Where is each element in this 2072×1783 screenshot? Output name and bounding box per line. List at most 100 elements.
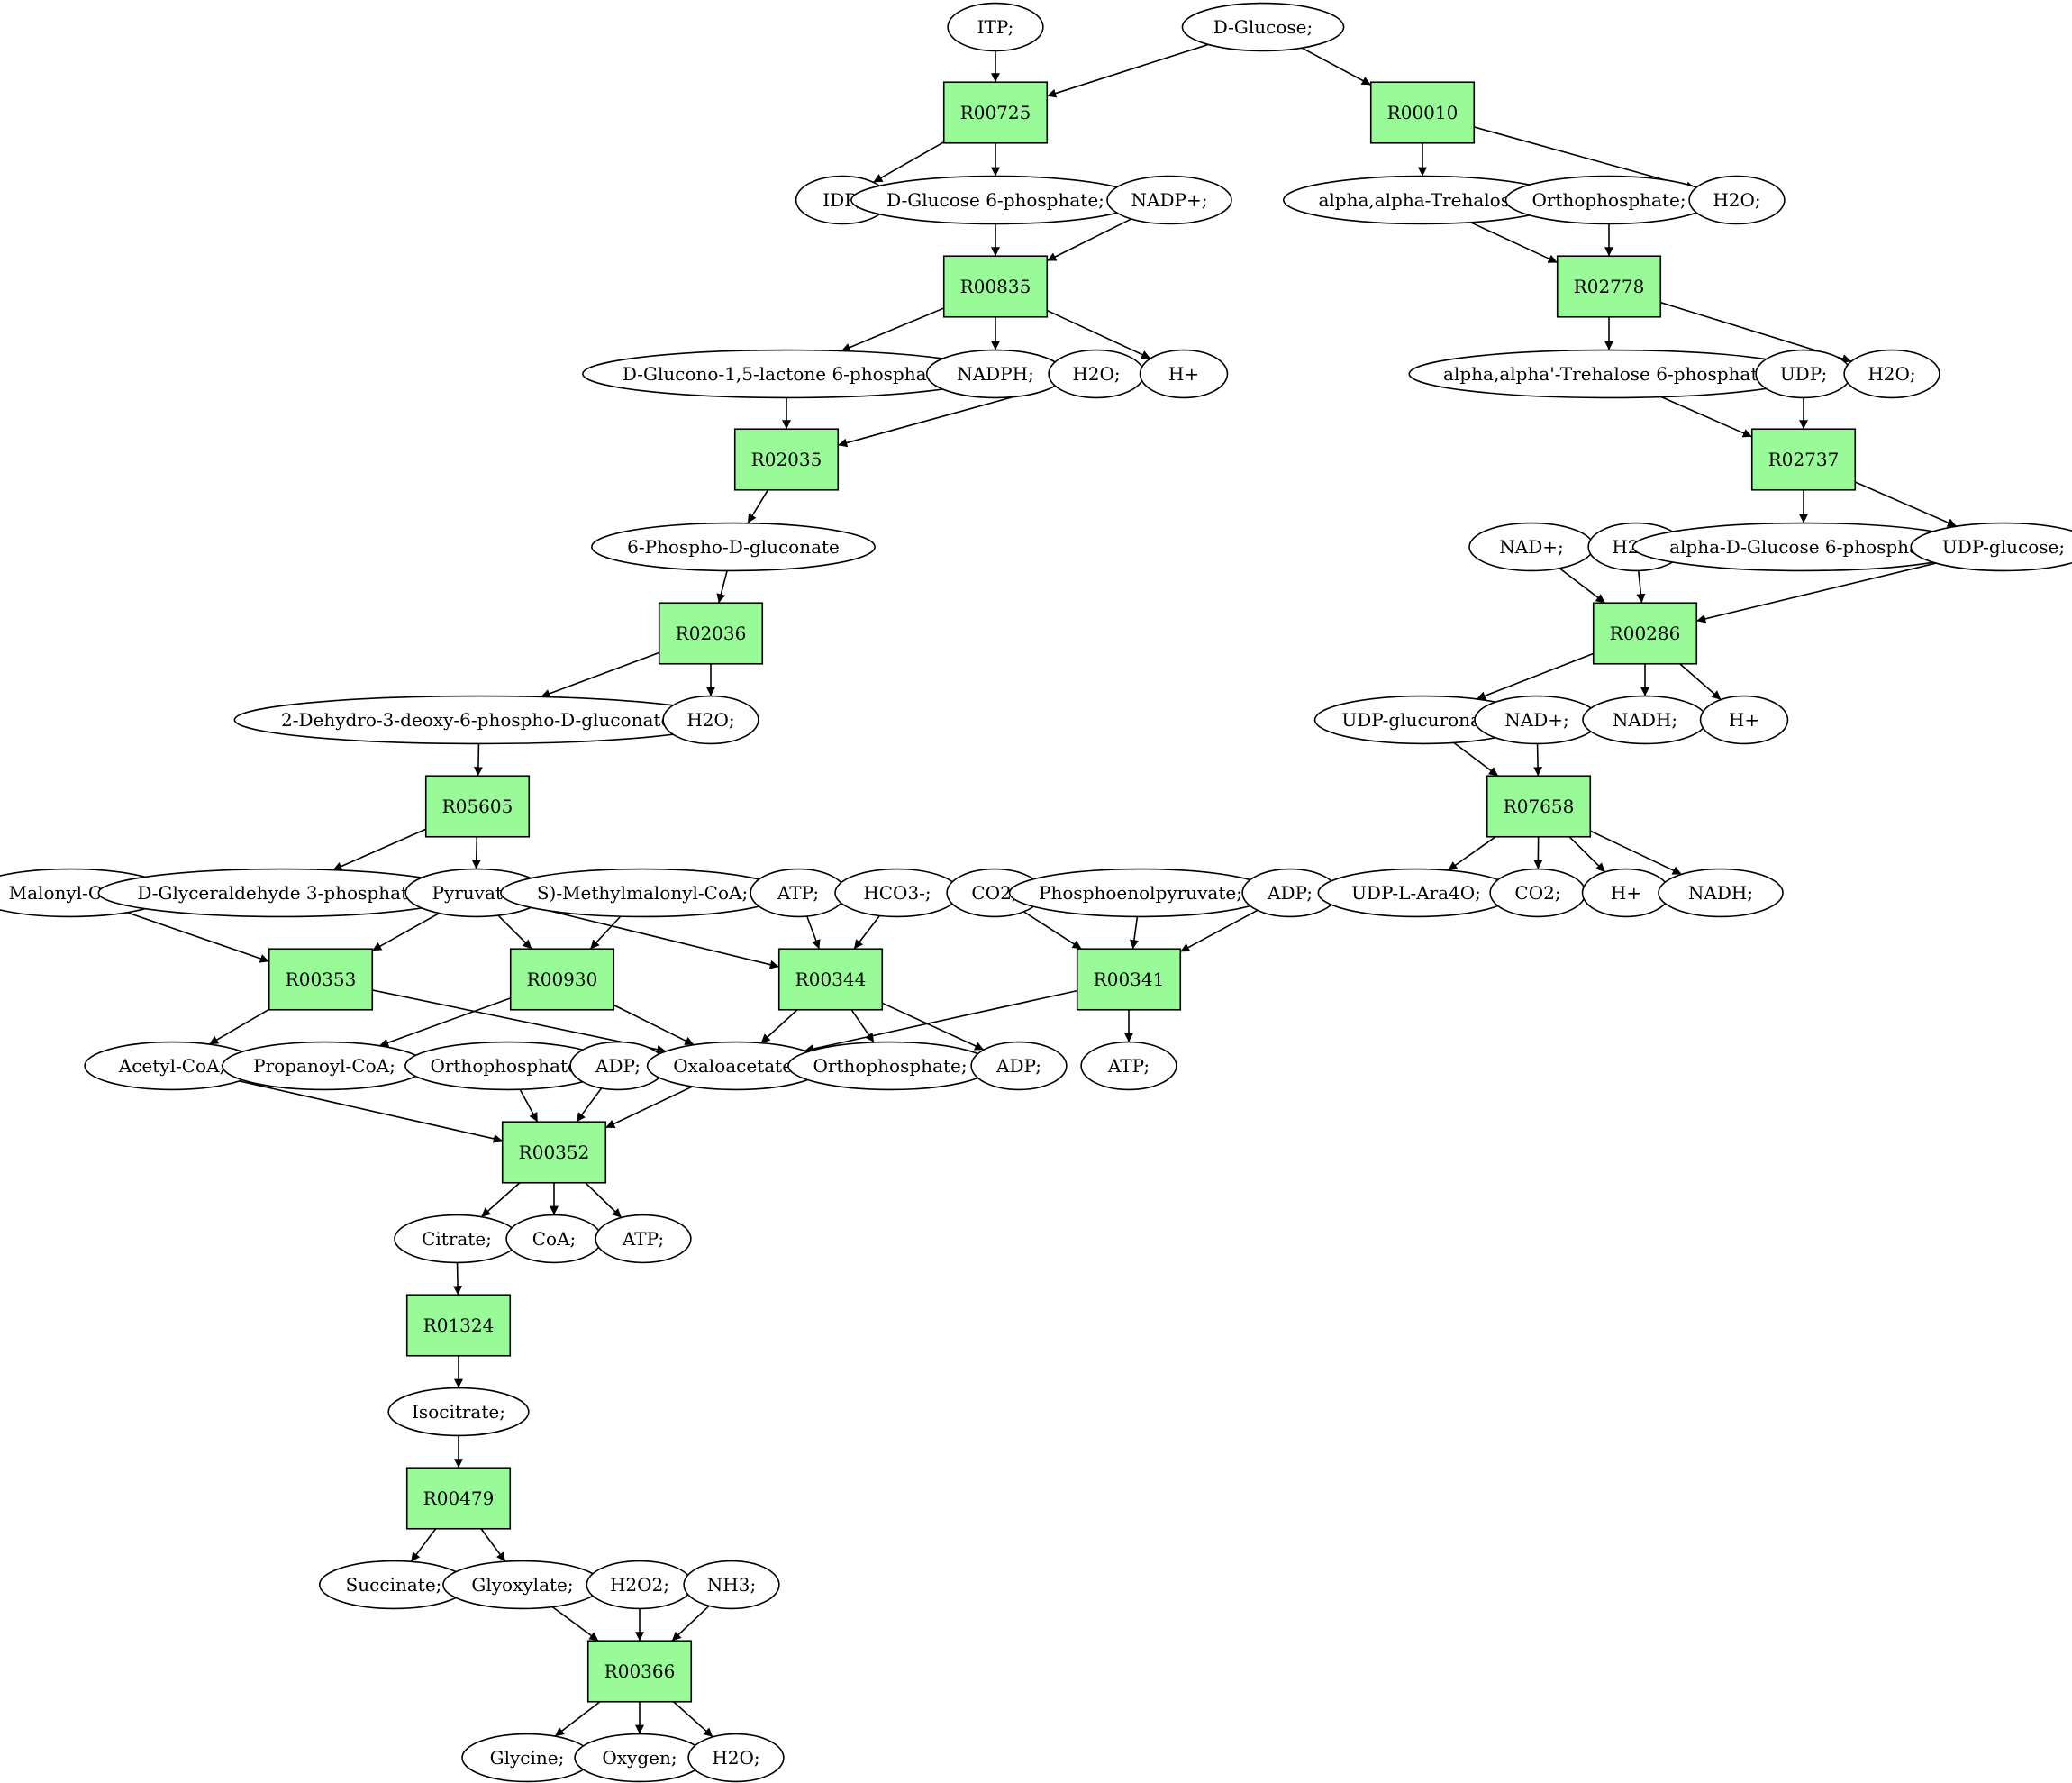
compound-node-trehalose: alpha,alpha-Trehalose; [1283, 175, 1562, 225]
compound-node-g6p: D-Glucose 6-phosphate; [850, 175, 1141, 225]
reaction-box [1750, 428, 1857, 491]
node-label: R07658 [1504, 796, 1575, 817]
node-label: R00353 [286, 969, 357, 990]
reaction-node-r00366: R00366 [586, 1640, 693, 1703]
edge-orthoB-to-r00352 [519, 1088, 539, 1123]
reaction-node-r01324: R01324 [405, 1294, 512, 1357]
node-label: ATP; [622, 1228, 664, 1250]
node-label: ADP; [995, 1055, 1041, 1077]
compound-node-h2o2: H2O2; [586, 1560, 694, 1610]
edge-udpglucose-to-r00286 [1696, 562, 1937, 623]
edge-t6p-to-r02737 [1660, 396, 1753, 438]
node-label: ATP; [1107, 1055, 1150, 1077]
compound-node-itp: ITP; [947, 2, 1044, 52]
edge-atpA-to-r00344 [805, 915, 821, 950]
node-label: Orthophosphate; [430, 1055, 584, 1077]
node-label: Isocitrate; [412, 1401, 505, 1423]
reaction-box [777, 948, 884, 1011]
node-label: NADP+; [1131, 189, 1208, 211]
edge-r00286-to-udpglucuronate [1476, 652, 1595, 700]
node-label: R00352 [519, 1142, 590, 1163]
reaction-box [509, 948, 615, 1011]
compound-node-orthoA: Orthophosphate; [1504, 175, 1713, 225]
edge-dglucose-to-r00010 [1301, 47, 1372, 86]
edge-acetylcoa-to-r00352 [239, 1080, 503, 1143]
node-label: H2O; [686, 709, 734, 731]
node-label: R02778 [1574, 276, 1645, 297]
compound-node-kdpg: 2-Dehydro-3-deoxy-6-phospho-D-gluconate; [233, 695, 725, 745]
node-label: Acetyl-CoA; [118, 1055, 226, 1077]
node-label: Glyoxylate; [471, 1574, 573, 1596]
compound-node-oxygen: Oxygen; [574, 1733, 705, 1783]
node-label: Phosphoenolpyruvate; [1039, 882, 1242, 904]
node-label: D-Glucono-1,5-lactone 6-phosphate; [623, 363, 950, 385]
reaction-node-r00352: R00352 [501, 1121, 607, 1184]
node-label: H2O2; [610, 1574, 669, 1596]
compound-ellipse [1699, 695, 1789, 745]
edge-r00352-to-citrate [480, 1182, 521, 1218]
edge-r00344-to-adpC [881, 1002, 985, 1051]
edge-r00930-to-propanoyl [378, 997, 512, 1048]
edge-r00930-to-oxaloacetate [613, 1004, 695, 1046]
node-label: Propanoyl-CoA; [253, 1055, 395, 1077]
node-label: ATP; [777, 882, 819, 904]
edge-udpglucuronate-to-r07658 [1453, 741, 1499, 777]
edge-r00352-to-atpC [585, 1182, 623, 1219]
compound-node-propanoyl: Propanoyl-CoA; [222, 1041, 427, 1091]
node-label: Citrate; [422, 1228, 492, 1250]
reaction-node-r00725: R00725 [942, 81, 1049, 144]
node-label: NADPH; [957, 363, 1034, 385]
reaction-box [424, 775, 531, 838]
compound-ellipse [1139, 349, 1229, 399]
reaction-box [658, 602, 764, 665]
node-label: H2O; [1713, 189, 1760, 211]
edge-r00479-to-succinate [410, 1528, 437, 1562]
node-label: NH3; [707, 1574, 756, 1596]
node-label: Oxygen; [602, 1747, 677, 1769]
node-label: alpha-D-Glucose 6-phosphate [1669, 536, 1938, 558]
node-label: NAD+; [1499, 536, 1563, 558]
reaction-box [1369, 81, 1476, 144]
node-label: Orthophosphate; [1531, 189, 1686, 211]
node-label: UDP-L-Ara4O; [1351, 882, 1481, 904]
compound-node-acetylcoa: Acetyl-CoA; [84, 1041, 260, 1091]
node-label: H2O; [712, 1747, 759, 1769]
compound-node-orthoC: Orthophosphate; [787, 1041, 993, 1091]
edge-hco3-to-r00344 [853, 914, 881, 950]
compound-ellipse [387, 1387, 530, 1437]
compound-node-hplusC: H+ [1581, 868, 1671, 918]
compound-node-nadp: NADP+; [1106, 175, 1232, 225]
reaction-node-r00930: R00930 [509, 948, 615, 1011]
node-label: NAD+; [1504, 709, 1568, 731]
compound-node-g3p: D-Glyceraldehyde 3-phosphate; [97, 868, 465, 918]
reaction-node-r00835: R00835 [942, 255, 1049, 318]
reaction-box [1486, 775, 1592, 838]
compound-node-glyoxylate: Glyoxylate; [442, 1560, 603, 1610]
reaction-node-r05605: R05605 [424, 775, 531, 838]
compound-ellipse [1106, 175, 1232, 225]
reaction-box [1592, 602, 1698, 665]
compound-node-h2oB: H2O; [1048, 349, 1145, 399]
edge-r07658-to-nadhB [1589, 830, 1683, 876]
reaction-box [733, 428, 840, 491]
compound-node-glucono: D-Glucono-1,5-lactone 6-phosphate; [582, 349, 991, 399]
compound-node-hplusA: H+ [1139, 349, 1229, 399]
edge-h2oD-to-r00286 [1636, 570, 1646, 604]
node-label: R00341 [1094, 969, 1165, 990]
edge-glyoxylate-to-r00366 [551, 1606, 599, 1642]
compound-node-citrate: Citrate; [394, 1214, 520, 1264]
compound-node-udp: UDP; [1755, 349, 1852, 399]
node-label: R00930 [527, 969, 598, 990]
compound-node-udpglucose: UDP-glucose; [1910, 522, 2072, 572]
edge-r00835-to-glucono [841, 307, 945, 352]
node-label: D-Glucose 6-phosphate; [886, 189, 1104, 211]
edges-layer [126, 43, 1958, 1738]
node-label: R02035 [751, 449, 822, 470]
compound-node-adpA: ADP; [1241, 868, 1339, 918]
compound-node-methylmalonyl: S)-Methylmalonyl-CoA; [500, 868, 785, 918]
node-label: ADP; [1267, 882, 1313, 904]
node-label: ITP; [977, 16, 1014, 38]
node-label: 2-Dehydro-3-deoxy-6-phospho-D-gluconate; [281, 709, 677, 731]
edge-r02737-to-udpglucose [1854, 481, 1958, 527]
